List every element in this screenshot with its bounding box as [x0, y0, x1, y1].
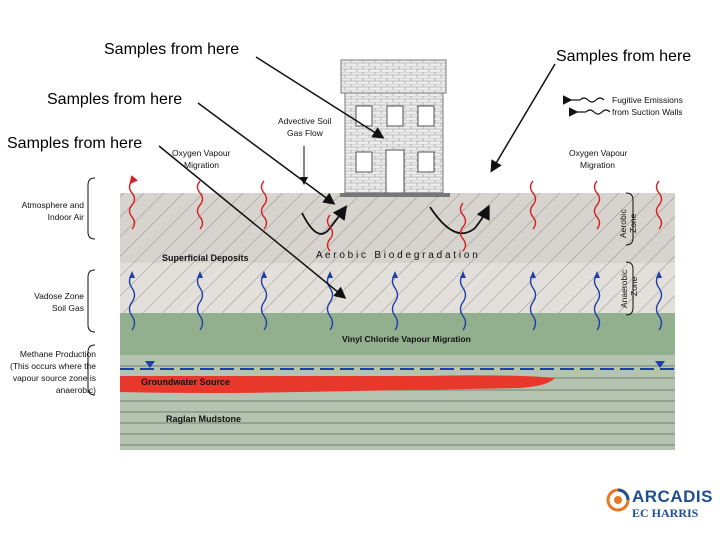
atmosphere-label-line1: Atmosphere and [22, 200, 85, 210]
advective-arc-right [429, 204, 490, 235]
legend-fugitive-label: Fugitive Emissions [612, 95, 683, 105]
sampling-pointers [158, 56, 556, 299]
legend: Fugitive Emissions from Suction Walls [562, 95, 683, 117]
water-table-marker-right [655, 361, 665, 368]
aerobic-biodegradation-label: A e r o b i c B i o d e g r a d a t i o … [316, 250, 478, 261]
vadose-bracket [87, 269, 96, 333]
arcadis-logo: ARCADIS EC HARRIS [606, 485, 716, 525]
groundwater-label: Groundwater Source [141, 377, 230, 387]
methane-label-line4: anaerobic) [56, 385, 96, 395]
legend-suction-label: from Suction Walls [612, 107, 683, 117]
methane-bracket [87, 344, 96, 396]
house-roof [340, 59, 447, 94]
house-window-upper-right [417, 105, 435, 127]
pointer-top-right [490, 63, 556, 173]
pointer-top-left [255, 56, 385, 139]
house-window-lower-right [417, 151, 435, 173]
oxygen-right-line1: Oxygen Vapour [569, 148, 628, 158]
logo-subtitle: EC HARRIS [632, 506, 699, 520]
oxygen-right-line2: Migration [580, 160, 615, 170]
house-window-upper-mid [386, 105, 404, 127]
house-window-lower-left [355, 151, 373, 173]
house [340, 59, 450, 197]
caption-samples-top-right: Samples from here [556, 48, 692, 65]
water-table-marker-left [145, 361, 155, 368]
methane-label-line1: Methane Production [20, 349, 96, 359]
logo-wordmark: ARCADIS [632, 487, 713, 506]
advective-label-line1: Advective Soil [278, 116, 331, 126]
vadose-label-line1: Vadose Zone [34, 291, 84, 301]
oxygen-left-line1: Oxygen Vapour [172, 148, 231, 158]
anaerobic-zone-label-line1: Anaerobic [619, 269, 629, 308]
anaerobic-zone-label-line2: Zone [629, 276, 639, 296]
methane-label-line3: vapour source zone is [13, 373, 96, 383]
caption-samples-lower: Samples from here [7, 135, 143, 152]
vadose-label-line2: Soil Gas [52, 303, 84, 313]
superficial-label: Superficial Deposits [162, 253, 249, 263]
vinyl-arrowheads [129, 271, 662, 278]
methane-label-line2: (This occurs where the [10, 361, 96, 371]
aerobic-zone-label-line1: Aerobic [618, 208, 628, 238]
aerobic-zone-label-line2: Zone [628, 213, 638, 233]
legend-fugitive-symbol [562, 95, 611, 117]
arcadis-logo-icon [606, 488, 630, 512]
caption-samples-middle: Samples from here [47, 91, 183, 108]
groundwater-plume [120, 375, 555, 393]
anaerobic-zone-bracket [625, 261, 634, 316]
vinyl-chloride-arrows [128, 273, 663, 331]
caption-samples-top-left: Samples from here [104, 41, 240, 58]
vinyl-chloride-label: Vinyl Chloride Vapour Migration [342, 334, 471, 344]
house-window-upper-left [355, 105, 373, 127]
atmosphere-label-line2: Indoor Air [48, 212, 85, 222]
zone-brackets [87, 177, 634, 396]
atmosphere-bracket [87, 177, 96, 240]
raglan-label: Raglan Mudstone [166, 414, 241, 424]
pointer-middle [197, 102, 336, 205]
aerobic-zone-bracket [625, 192, 634, 246]
oxygen-left-line2: Migration [184, 160, 219, 170]
pointer-lower [158, 145, 347, 299]
diagram-labels: Advective Soil Gas Flow Oxygen Vapour Mi… [10, 116, 639, 424]
advective-label-line2: Gas Flow [287, 128, 324, 138]
house-door [385, 149, 405, 194]
house-foundation [340, 193, 450, 197]
oxygen-vapour-arrows [128, 175, 663, 252]
